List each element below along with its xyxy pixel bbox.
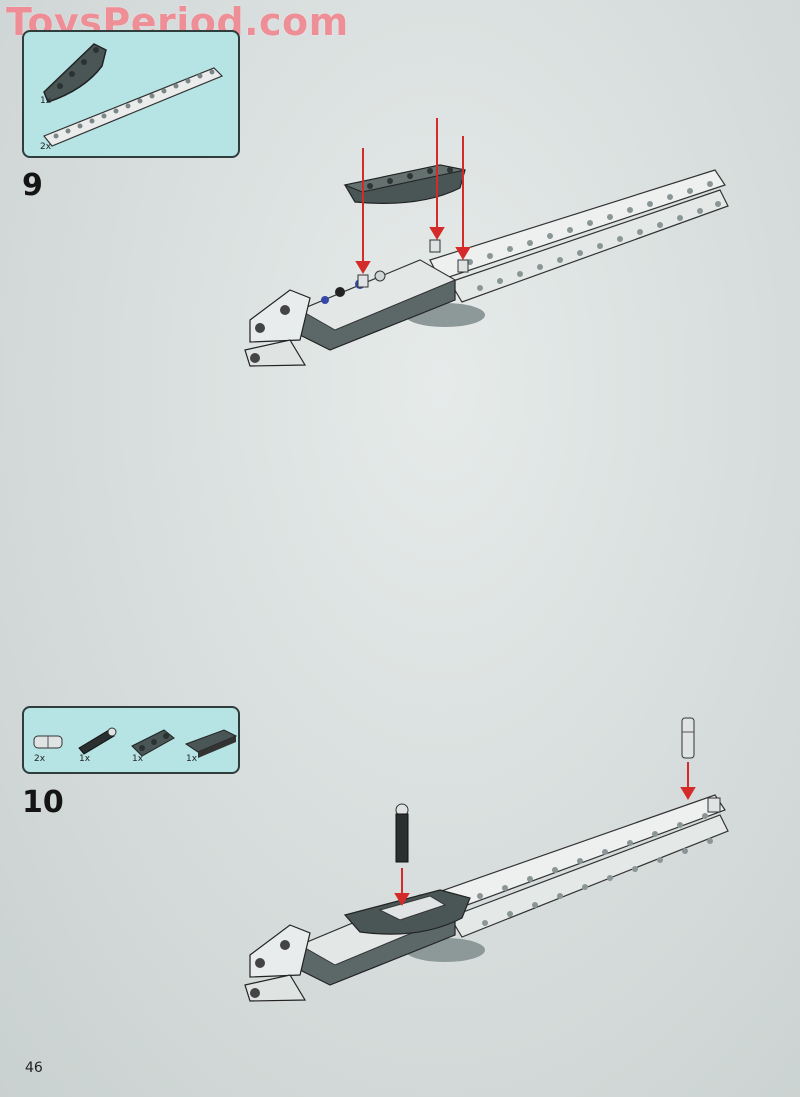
arrow-icon xyxy=(394,762,696,906)
plate-part-icon xyxy=(184,729,238,758)
part-qty-label: 1x xyxy=(40,96,52,106)
long-beam-part-icon xyxy=(43,67,224,147)
triangle-liftarm-part-icon xyxy=(43,43,107,103)
step-10-parts-illustration xyxy=(33,727,238,758)
step-9-parts-box: 1x 2x xyxy=(22,30,240,158)
step-9-parts-illustration xyxy=(43,43,224,147)
arrow-icon xyxy=(355,118,471,274)
page-number: 46 xyxy=(25,1060,43,1076)
part-qty-label: 2x xyxy=(34,754,46,764)
step-number: 9 xyxy=(22,168,43,203)
axle-pin-part-icon xyxy=(78,727,117,755)
part-qty-label: 1x xyxy=(79,754,91,764)
connector-pin-part-icon xyxy=(681,717,695,759)
connector-pin-part-icon xyxy=(33,735,63,749)
step-10-parts-box: 2x 1x 1x 1x xyxy=(22,706,240,774)
axle-pin-part-icon xyxy=(395,803,409,863)
step-9-assembly-illustration xyxy=(244,118,729,367)
step-number: 10 xyxy=(22,785,64,820)
part-qty-label: 1x xyxy=(186,754,198,764)
part-qty-label: 1x xyxy=(132,754,144,764)
short-liftarm-part-icon xyxy=(131,729,175,757)
part-qty-label: 2x xyxy=(40,142,52,152)
step-10-assembly-illustration xyxy=(244,717,729,1002)
